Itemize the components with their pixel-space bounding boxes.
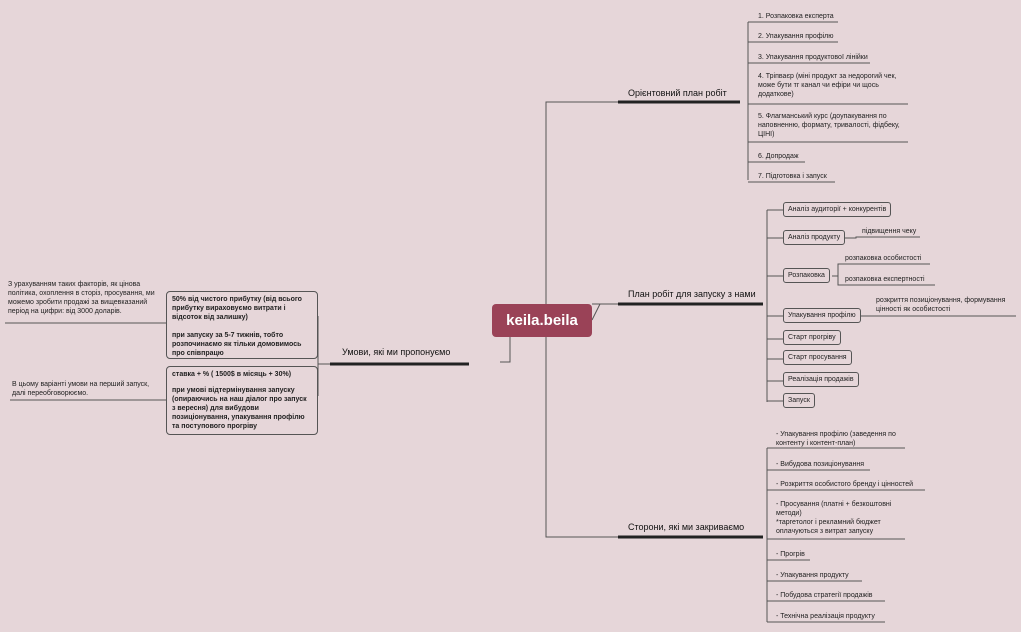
terms-box-2-line-1: ставка + % ( 1500$ в місяць + 30%) [172,371,292,378]
terms-box-2-line-2: при умові відтермінування запуску (опира… [172,387,307,430]
plan-item-6[interactable]: 6. Допродаж [758,153,799,160]
sides-title[interactable]: Сторони, які ми закриваємо [628,522,745,532]
launch-title[interactable]: План робіт для запуску з нами [628,289,756,299]
plan-title[interactable]: Орієнтовний план робіт [628,88,727,98]
branch-terms-line [500,337,511,363]
terms-note-2[interactable]: В цьому варіанті умови на перший запуск,… [12,381,150,397]
sides-item-3[interactable]: - Розкриття особистого бренду і цінносте… [776,481,914,488]
launch-item-unpacking[interactable]: Розпаковка [783,268,830,283]
central-node[interactable]: keila.beila [492,304,592,337]
launch-item-product[interactable]: Аналіз продукту [783,230,846,245]
launch-item-launch[interactable]: Запуск [783,393,815,408]
launch-unpack-sub-1[interactable]: розпаковка особистості [845,255,922,262]
terms-box-1[interactable]: 50% від чистого прибутку (від всього при… [166,291,318,359]
terms-box-1-line-2: при запуску за 5-7 тижнів, тобто розпочи… [172,332,302,357]
plan-item-1[interactable]: 1. Розпаковка експерта [758,13,834,20]
sides-item-7[interactable]: - Побудова стратегії продажів [776,592,873,599]
launch-profile-sub[interactable]: розкриття позиціонування, формування цін… [876,297,1006,313]
sides-item-2[interactable]: - Вибудова позиціонування [776,461,865,468]
branch-plan-line [545,101,618,304]
plan-item-4[interactable]: 4. Тріпваєр (міні продукт за недорогий ч… [758,73,897,98]
plan-item-2[interactable]: 2. Упакування профілю [758,33,834,40]
branch-launch-line [591,303,618,321]
launch-item-warmup[interactable]: Старт прогріву [783,330,841,345]
terms-title[interactable]: Умови, які ми пропонуємо [342,347,451,357]
sides-item-5[interactable]: - Прогрів [776,551,805,558]
sides-item-1[interactable]: - Упакування профілю (заведення по конте… [776,431,896,447]
launch-item-profile[interactable]: Упакування профілю [783,308,861,323]
terms-box-2[interactable]: ставка + % ( 1500$ в місяць + 30%) при у… [166,366,318,435]
terms-box-1-line-1: 50% від чистого прибутку (від всього при… [172,296,302,321]
launch-item-promotion[interactable]: Старт просування [783,350,852,365]
terms-note-1[interactable]: З урахуванням таких факторів, як цінова … [8,281,155,315]
plan-item-7[interactable]: 7. Підготовка і запуск [758,173,827,180]
sides-item-6[interactable]: - Упакування продукту [776,572,849,579]
sides-item-8[interactable]: - Технічна реалізація продукту [776,613,875,620]
launch-unpack-sub-2[interactable]: розпаковка експертності [845,276,925,283]
plan-item-5[interactable]: 5. Флагманський курс (доупакування по на… [758,113,900,138]
branch-sides-line [545,337,618,538]
sides-item-4[interactable]: - Просування (платні + безкоштовні метод… [776,501,892,535]
launch-product-sub[interactable]: підвищення чеку [862,228,917,235]
plan-item-3[interactable]: 3. Упакування продуктової лінійки [758,54,868,61]
launch-item-sales[interactable]: Реалізація продажів [783,372,859,387]
launch-item-audience[interactable]: Аналіз аудиторії + конкурентів [783,202,892,217]
